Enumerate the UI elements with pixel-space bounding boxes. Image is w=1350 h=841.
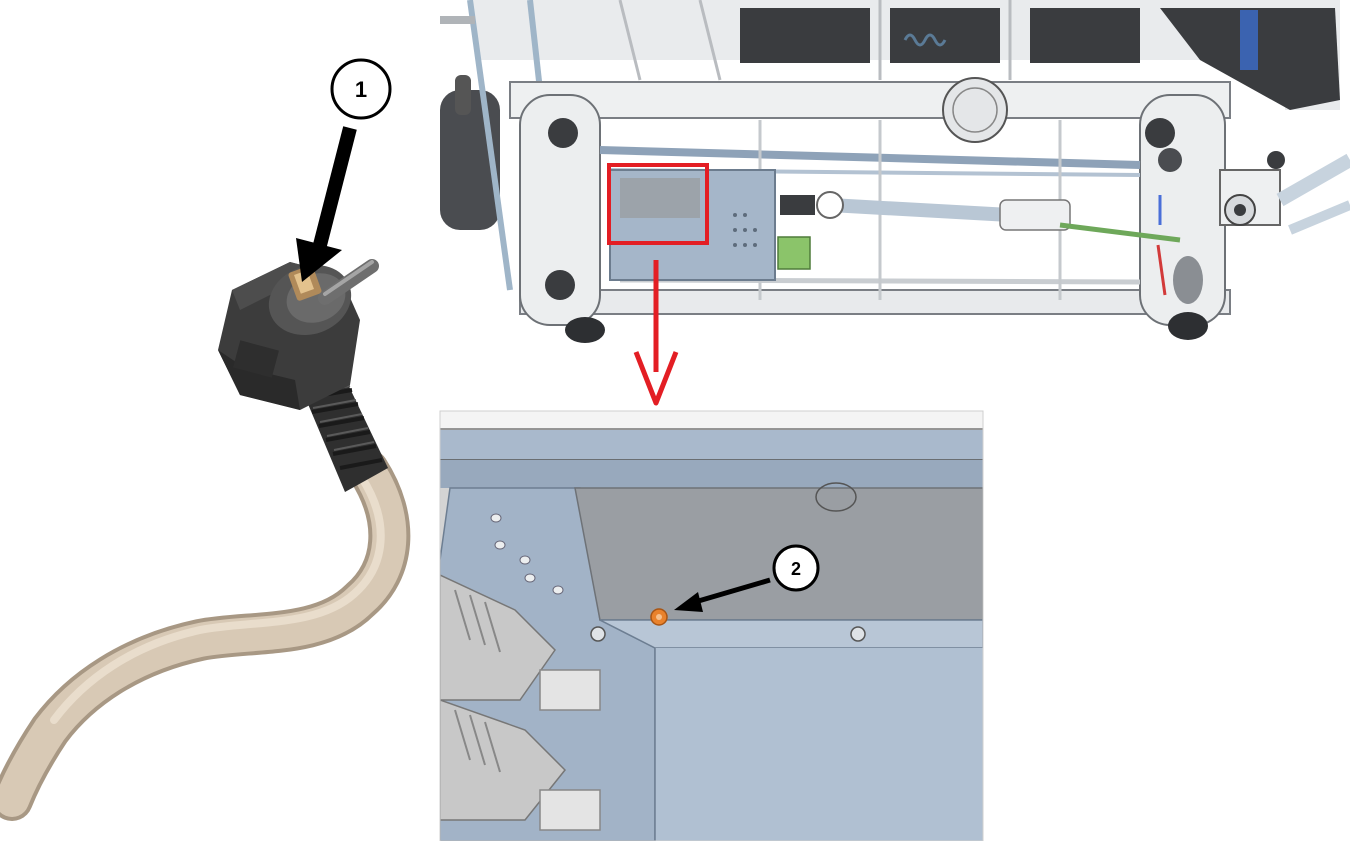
- power-plug-illustration: 1: [0, 58, 411, 821]
- control-unit: [609, 169, 815, 281]
- power-plug-icon: [218, 259, 379, 410]
- callout-arrow-2: [674, 577, 771, 612]
- foot-end-bracket: [1158, 148, 1350, 235]
- bed-frame-illustration: [440, 0, 1350, 406]
- strain-relief: [300, 378, 388, 492]
- callout-arrow-1: [296, 126, 357, 282]
- callout-marker-1: 1: [330, 58, 392, 120]
- main-frame: [509, 77, 1231, 343]
- head-end-mechanism: [440, 0, 543, 291]
- detail-inset: 2: [439, 410, 984, 841]
- zoom-arrow: [633, 260, 679, 406]
- linear-actuator: [816, 191, 1181, 296]
- highlight-box: [607, 163, 709, 245]
- cable-connectors: [440, 574, 601, 831]
- callout-marker-2: 2: [772, 544, 820, 592]
- plug-pin: [318, 259, 379, 305]
- callout-label-2: 2: [791, 559, 801, 579]
- callout-label-1: 1: [355, 77, 367, 102]
- fuse-icon: [650, 608, 668, 626]
- mattress-platform: [470, 0, 1340, 110]
